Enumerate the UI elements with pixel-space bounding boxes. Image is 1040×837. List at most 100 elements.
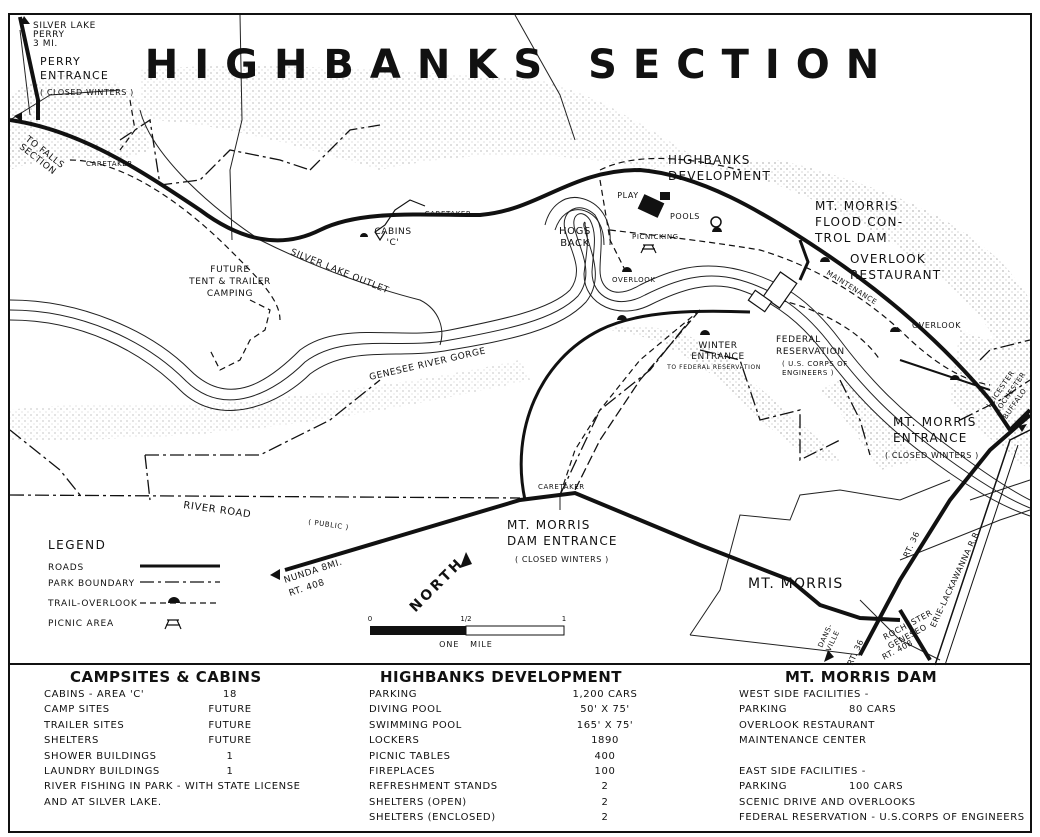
row-label: MAINTENANCE CENTER (739, 735, 867, 747)
row-label: FIREPLACES (369, 766, 436, 777)
row-value: 100 (594, 766, 616, 777)
table-row: MAINTENANCE CENTER (739, 733, 1029, 748)
map-label-dansville: DANS-VILLE (817, 623, 843, 653)
legend-picnic: PICNIC AREA (48, 619, 114, 629)
campsites-title: CAMPSITES & CABINS (70, 668, 262, 686)
map-label-caretaker: CARETAKER (425, 210, 472, 218)
row-value: 1890 (591, 735, 619, 747)
scale-bar: 0 1/2 1 ONE MILE (368, 615, 566, 649)
roads (9, 16, 1032, 662)
row-value: 18 (223, 689, 237, 700)
legend-overlook-icon (168, 597, 180, 603)
row-label: PARKING (739, 781, 788, 793)
table-row: LAUNDRY BUILDINGS 1 (44, 764, 344, 779)
row-label: PARKING (369, 689, 418, 700)
map-label-public: ( PUBLIC ) (308, 518, 350, 532)
map-label-dam-entrance-closed: ( CLOSED WINTERS ) (515, 555, 609, 564)
table-row: TRAILER SITES FUTURE (44, 718, 344, 733)
road-arrows (14, 16, 1027, 662)
erie-lackawanna-railroad (934, 429, 1031, 666)
table-row: SHOWER BUILDINGS 1 (44, 749, 344, 764)
table-row: PARKING 100 CARS (739, 779, 1029, 794)
genesee-river-gorge (9, 196, 1031, 517)
legend-boundary: PARK BOUNDARY (48, 579, 135, 589)
map-label-caretaker: CARETAKER (86, 160, 133, 168)
map-label-overlook: OVERLOOK (912, 321, 961, 330)
row-label: PICNIC TABLES (369, 750, 451, 762)
row-label: AND AT SILVER LAKE. (44, 796, 162, 808)
row-value: 100 CARS (849, 781, 904, 793)
table-row: PARKING 1,200 CARS (369, 687, 639, 702)
row-value: 2 (601, 812, 609, 824)
table-row: DIVING POOL 50' x 75' (369, 702, 639, 717)
row-label: TRAILER SITES (44, 719, 125, 731)
stippled-bluffs (10, 65, 1030, 470)
row-label: PARKING (739, 704, 788, 716)
row-label: EAST SIDE FACILITIES - (739, 766, 866, 777)
row-label: SHELTERS (44, 735, 99, 747)
scale-zero: 0 (368, 615, 372, 623)
row-label: SCENIC DRIVE AND OVERLOOKS (739, 796, 916, 808)
table-row: CABINS - AREA 'C' 18 (44, 687, 344, 702)
row-label: LAUNDRY BUILDINGS (44, 766, 160, 777)
map-label-play: PLAY (617, 191, 639, 200)
map-label-mt-morris-entrance-closed: ( CLOSED WINTERS ) (885, 451, 979, 460)
table-row: FIREPLACES 100 (369, 764, 639, 779)
map-label-silver-lake-outlet: SILVER LAKE OUTLET (289, 248, 390, 297)
row-value: 2 (601, 796, 609, 808)
row-value: 1 (226, 750, 234, 762)
map-label-overlook: OVERLOOK (612, 276, 656, 284)
north-arrow: NORTH (407, 552, 472, 616)
map-label-perry-closed: ( CLOSED WINTERS ) (40, 88, 134, 97)
row-label: CABINS - AREA 'C' (44, 689, 145, 700)
row-label: OVERLOOK RESTAURANT (739, 719, 875, 731)
trails (69, 99, 991, 496)
map-frame (8, 13, 1032, 833)
row-label: DIVING POOL (369, 704, 442, 716)
row-label: SWIMMING POOL (369, 719, 462, 731)
row-label: SHELTERS (ENCLOSED) (369, 812, 496, 824)
map-label-rt36: RT. 36 (902, 530, 922, 559)
row-value: 1,200 CARS (572, 689, 638, 700)
silver-lake-outlet (139, 109, 443, 346)
row-label: REFRESHMENT STANDS (369, 781, 498, 793)
table-row: PICNIC TABLES 400 (369, 749, 639, 764)
row-value: 165' x 75' (576, 719, 634, 731)
table-row: SCENIC DRIVE AND OVERLOOKS (739, 795, 1029, 810)
map-label-cabins-c: CABINS'C' (374, 227, 411, 248)
table-row: AND AT SILVER LAKE. (44, 795, 344, 810)
row-label: FEDERAL RESERVATION - U.S.CORPS OF ENGIN… (739, 812, 1025, 824)
legend-trail: TRAIL-OVERLOOK (47, 599, 138, 609)
table-row: RIVER FISHING IN PARK - WITH STATE LICEN… (44, 779, 344, 794)
highbanks-title: HIGHBANKS DEVELOPMENT (380, 668, 623, 686)
row-value: 400 (594, 750, 616, 762)
table-row: WEST SIDE FACILITIES - (739, 687, 1029, 702)
row-value: 50' x 75' (580, 704, 630, 716)
table-row: EAST SIDE FACILITIES - (739, 764, 1029, 779)
row-label: SHOWER BUILDINGS (44, 750, 157, 762)
map-label-to-federal-reservation: TO FEDERAL RESERVATION (666, 364, 761, 371)
legend: LEGEND ROADS PARK BOUNDARY TRAIL-OVERLOO… (47, 538, 220, 630)
table-row: OVERLOOK RESTAURANT (739, 718, 1029, 733)
row-label: SHELTERS (OPEN) (369, 796, 467, 808)
scale-half: 1/2 (460, 615, 471, 623)
table-row: SHELTERS (ENCLOSED) 2 (369, 810, 639, 825)
row-label: WEST SIDE FACILITIES - (739, 689, 869, 700)
legend-title: LEGEND (48, 538, 106, 552)
row-value: 1 (226, 766, 234, 777)
row-value: FUTURE (208, 719, 252, 731)
map-label-picnicking: PICNICKING (632, 233, 679, 241)
overlook-markers (360, 227, 960, 380)
